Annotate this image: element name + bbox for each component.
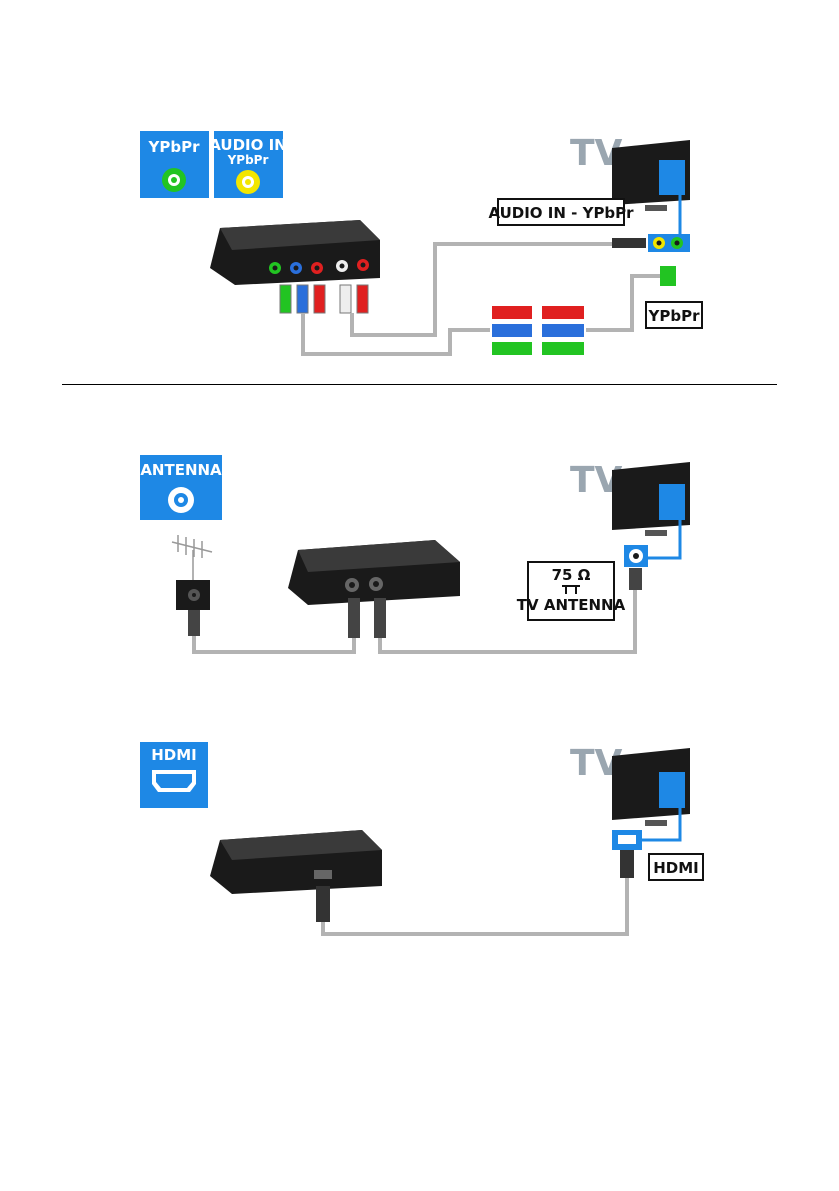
source-device [288, 540, 460, 638]
antenna-badge-label: ANTENNA [140, 461, 222, 479]
hdmi-cable [321, 876, 629, 936]
tv-set [612, 462, 690, 590]
rooftop-antenna-icon [171, 535, 213, 580]
hdmi-port-icon [152, 770, 196, 792]
audio-in-badge-label: AUDIO IN [209, 136, 286, 154]
tv-set [612, 140, 690, 235]
antenna-diagram-svg: ANTENNA TV [140, 455, 690, 654]
hdmi-connection-diagram: HDMI TV HDMI [0, 680, 839, 980]
ypbpr-callout-text: YPbPr [648, 307, 701, 325]
hdmi-callout-text: HDMI [653, 859, 699, 877]
source-device [210, 830, 382, 922]
audio-in-ypbpr-callout-text: AUDIO IN - YPbPr [488, 204, 634, 222]
audio-in-ypbpr-callout: AUDIO IN - YPbPr [488, 198, 634, 226]
ohm-rating-text: 75 Ω [552, 566, 591, 584]
device-rca-plugs [279, 284, 369, 314]
hdmi-badge-label: HDMI [151, 746, 197, 764]
antenna-badge: ANTENNA [140, 455, 222, 520]
cables [192, 590, 637, 654]
ypbpr-connection-diagram: YPbPr AUDIO IN YPbPr [0, 0, 839, 380]
tv-input-panel [612, 234, 690, 286]
ypbpr-badge-label: YPbPr [148, 138, 201, 156]
wall-antenna-socket [176, 580, 210, 636]
ypbpr-diagram-svg: YPbPr AUDIO IN YPbPr [140, 131, 703, 356]
antenna-connection-diagram: ANTENNA TV [0, 390, 839, 680]
hdmi-diagram-svg: HDMI TV HDMI [140, 742, 704, 936]
tv-antenna-callout: 75 Ω TV ANTENNA [517, 561, 626, 621]
audio-in-badge-sublabel: YPbPr [227, 153, 269, 167]
component-cable-connectors [492, 306, 584, 355]
section-divider [62, 384, 777, 385]
ypbpr-callout: YPbPr [645, 301, 703, 329]
tv-set [612, 748, 690, 878]
cables [301, 242, 660, 356]
ypbpr-badge: YPbPr [140, 131, 209, 198]
hdmi-callout: HDMI [648, 853, 704, 881]
tv-antenna-text: TV ANTENNA [517, 596, 626, 614]
hdmi-badge: HDMI [140, 742, 208, 808]
antenna-symbol-icon [562, 585, 580, 594]
audio-in-badge: AUDIO IN YPbPr [209, 131, 287, 198]
source-device [210, 220, 380, 285]
